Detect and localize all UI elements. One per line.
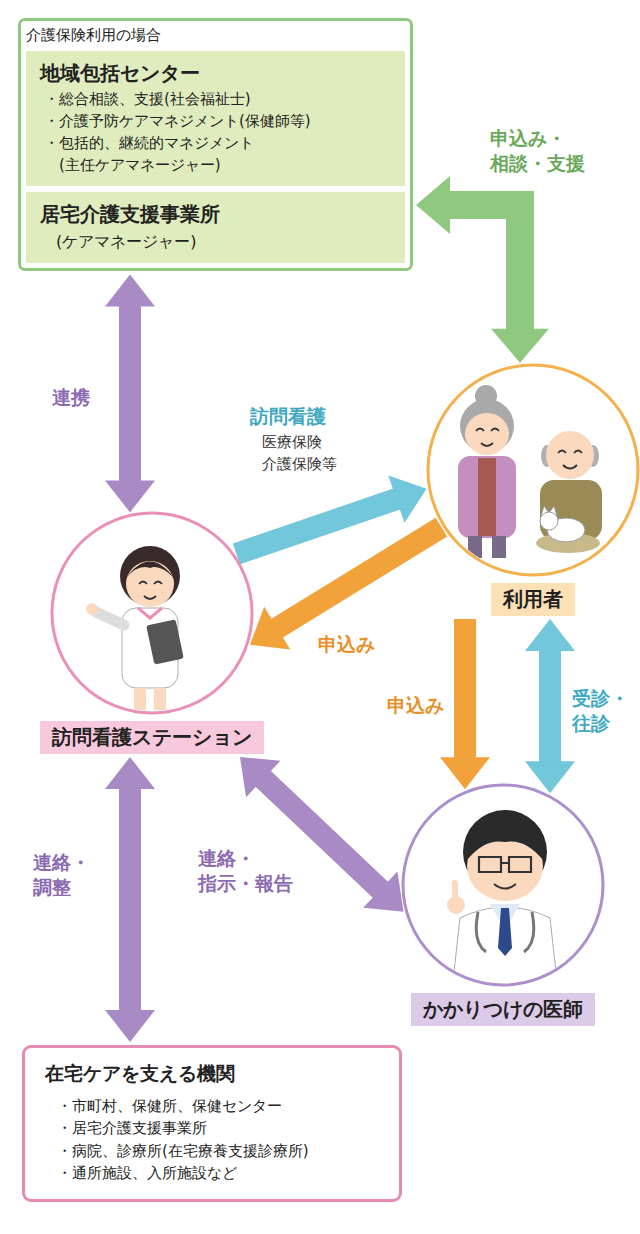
glasses: [479, 857, 531, 872]
face: [126, 561, 174, 607]
arrow-head: [440, 757, 490, 789]
circle-outline: [400, 782, 606, 988]
box-text: (ケアマネージャー): [40, 230, 393, 253]
box-text: ・総合相談、支援(社会福祉士): [44, 89, 393, 111]
box-text: ・市町村、保健所、保健センター: [45, 1095, 385, 1118]
arrow-head: [525, 619, 575, 651]
leg: [134, 688, 146, 710]
cardigan: [458, 456, 516, 538]
support-box: 在宅ケアを支える機関・市町村、保健所、保健センター・居宅介護支援事業所・病院、診…: [22, 1045, 402, 1202]
blouse: [478, 458, 496, 536]
stethoscope: [476, 912, 534, 952]
arrow-shaft: [539, 649, 561, 763]
clipboard: [146, 619, 184, 664]
collar: [138, 608, 162, 618]
edge-label: 連絡・ 調整: [33, 850, 95, 899]
doctor-circle: かかりつけの医師: [400, 785, 606, 1026]
cat-head: [540, 512, 558, 530]
arrow-shaft: [448, 205, 520, 331]
box-text: ・居宅介護支援事業所: [45, 1117, 385, 1140]
bangs: [126, 562, 174, 579]
circle-outline: [52, 513, 252, 713]
box-heading: 介護保険利用の場合: [26, 25, 405, 45]
center-box: 地域包括センター・総合相談、支援(社会福祉士)・介護予防ケアマネジメント(保健師…: [26, 51, 405, 186]
edge-label: 受診・ 往診: [572, 686, 634, 735]
block-arrow: [416, 176, 549, 363]
leg: [492, 536, 506, 558]
station-circle: 訪問看護ステーション: [22, 513, 282, 754]
face: [546, 431, 594, 479]
face-lines: [476, 429, 499, 447]
arrow-head: [105, 274, 155, 306]
note-label: 介護保険等: [262, 455, 337, 475]
box-heading: 在宅ケアを支える機関: [45, 1060, 385, 1087]
node-name-label: 訪問看護ステーション: [40, 721, 264, 754]
hair: [120, 546, 180, 606]
arrow-head: [491, 329, 549, 363]
doctor: [447, 810, 558, 990]
elderly-couple: [458, 385, 602, 558]
arrow-head: [105, 757, 155, 789]
arm: [96, 612, 124, 625]
nurse: [86, 546, 184, 710]
group-box: 介護保険利用の場合地域包括センター・総合相談、支援(社会福祉士)・介護予防ケアマ…: [18, 18, 413, 271]
box-heading: 地域包括センター: [40, 59, 393, 87]
arrow-shaft: [119, 304, 141, 482]
node-name-label: 利用者: [491, 583, 575, 616]
circle-outline: [49, 510, 255, 716]
bangs: [467, 822, 543, 860]
arrow-head: [363, 872, 403, 912]
hand: [86, 603, 98, 615]
edge-label: 申込み・ 相談・支援: [490, 126, 610, 175]
arrow-head: [105, 1010, 155, 1042]
block-arrow: [105, 757, 155, 1042]
face-lines: [558, 451, 582, 469]
arrow-shaft: [236, 498, 398, 553]
mouth: [494, 884, 516, 889]
box-text: ・包括的、継続的マネジメント (主任ケアマネージャー): [44, 133, 393, 177]
arrow-shaft: [454, 619, 476, 759]
arrow-head: [388, 475, 426, 522]
edge-label: 申込み: [318, 632, 375, 657]
arrow-head: [416, 176, 450, 234]
edge-label: 連絡・ 指示・報告: [198, 846, 308, 895]
user-circle: 利用者: [428, 365, 638, 616]
box-text: ・病院、診療所(在宅療養支援診療所): [45, 1140, 385, 1163]
block-arrow: [440, 619, 490, 789]
face-lines: [139, 582, 162, 600]
circle-outline: [428, 365, 638, 575]
face: [465, 413, 509, 455]
necktie: [498, 908, 512, 956]
node-name-label: かかりつけの医師: [411, 993, 595, 1026]
arrow-head: [240, 757, 280, 797]
circle-outline: [425, 362, 640, 578]
box-text: ・通所施設、入所施設など: [45, 1162, 385, 1185]
block-arrow: [525, 619, 575, 793]
note-label: 医療保険: [262, 433, 322, 453]
arrow-head: [105, 480, 155, 512]
arrow-head: [250, 607, 290, 650]
leg: [154, 688, 166, 710]
office-box: 居宅介護支援事業所(ケアマネージャー): [26, 192, 405, 263]
arrow-shaft: [119, 787, 141, 1012]
arrow-shaft: [276, 527, 442, 629]
hand: [447, 896, 465, 914]
box-text: ・介護予防ケアマネジメント(保健師等): [44, 111, 393, 133]
edge-label: 連携: [52, 385, 90, 410]
edge-label: 訪問看護: [250, 404, 326, 429]
edge-label: 申込み: [387, 693, 444, 718]
box-heading: 居宅介護支援事業所: [40, 200, 393, 228]
block-arrow: [105, 274, 155, 512]
circle-outline: [403, 785, 603, 985]
